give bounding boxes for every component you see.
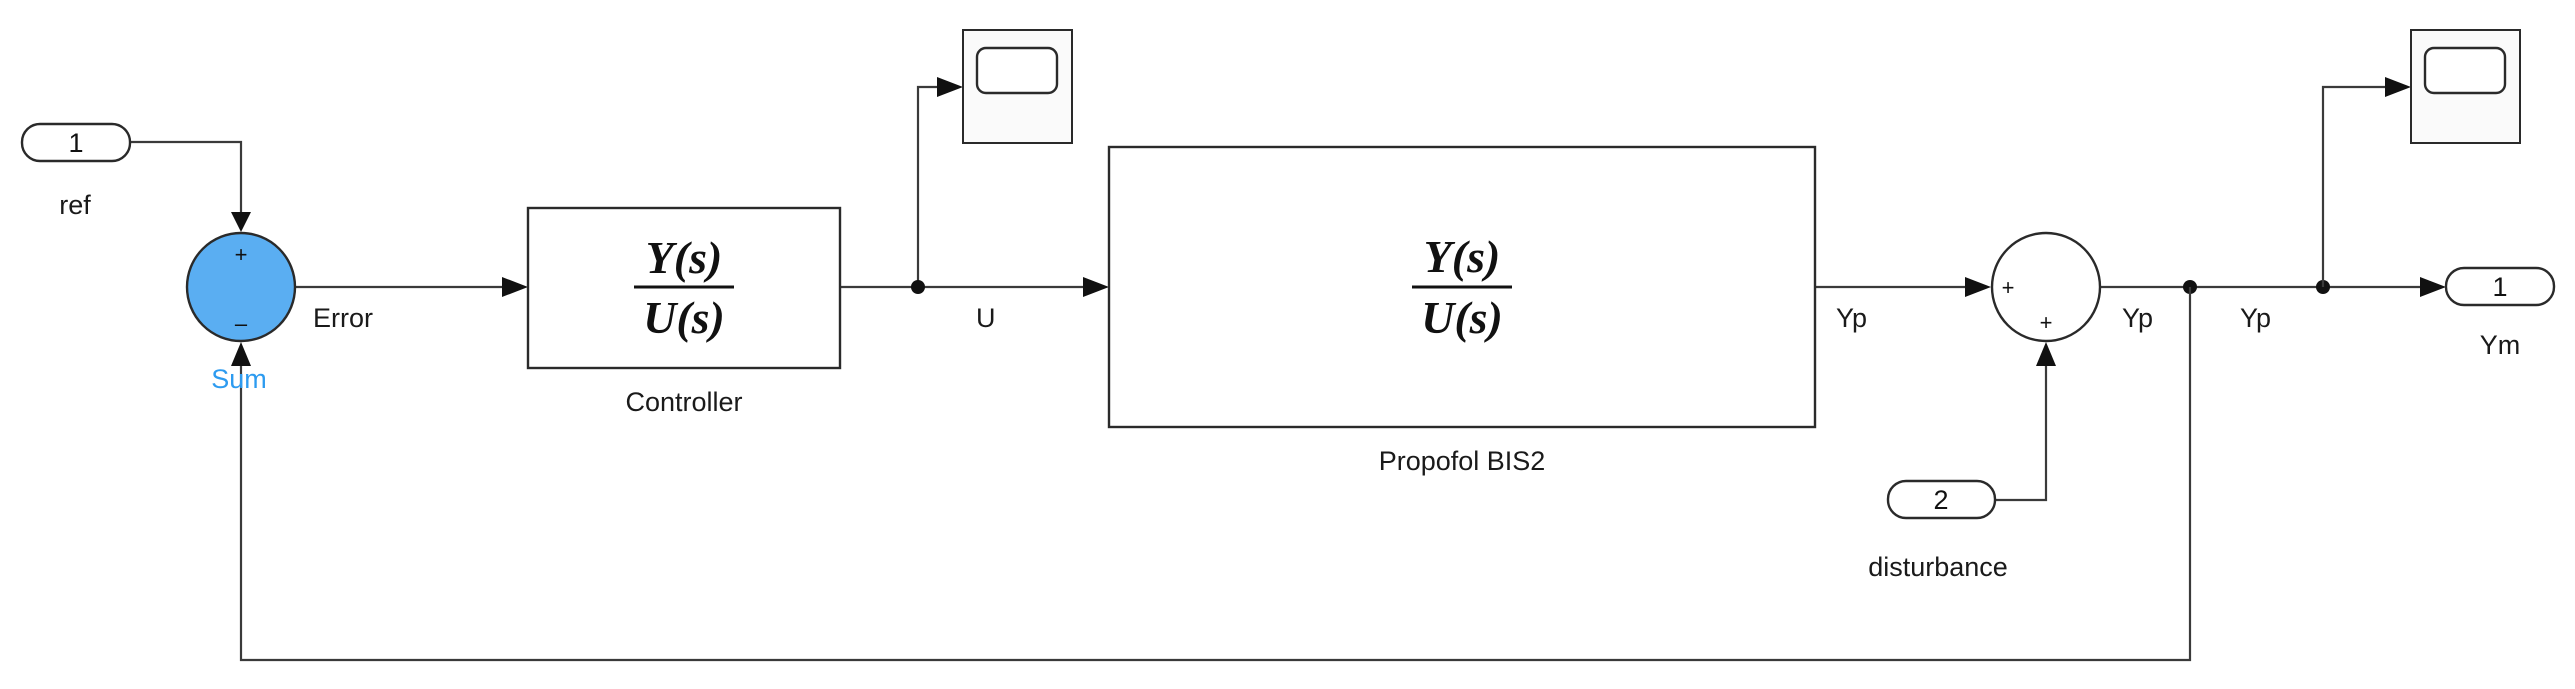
arrow-yp-out bbox=[2420, 277, 2446, 297]
outport-ym-number: 1 bbox=[2492, 272, 2507, 302]
wire-ref[interactable] bbox=[130, 140, 243, 218]
arrow-yp-plant bbox=[1965, 277, 1991, 297]
scope-u[interactable] bbox=[962, 29, 1073, 144]
arrow-feedback bbox=[231, 342, 251, 366]
arrow-u bbox=[1083, 277, 1109, 297]
junction-u bbox=[911, 280, 925, 294]
arrow-error bbox=[502, 277, 528, 297]
sum-error-block[interactable]: + – bbox=[185, 231, 297, 343]
sum-error-label: Sum bbox=[211, 364, 267, 394]
wire-disturbance[interactable] bbox=[1995, 360, 2048, 502]
controller-label: Controller bbox=[625, 387, 742, 417]
sum-disturbance-sign-left: + bbox=[2002, 275, 2015, 300]
plant-block[interactable]: Y(s) U(s) bbox=[1107, 145, 1817, 429]
signal-yp-plant-label: Yp bbox=[1836, 303, 1867, 333]
signal-error-label: Error bbox=[313, 303, 373, 333]
signal-u-label: U bbox=[976, 303, 996, 333]
inport-ref-label: ref bbox=[59, 190, 91, 220]
arrow-ref bbox=[231, 212, 251, 232]
scope-u-screen-icon bbox=[975, 46, 1059, 95]
wire-feedback[interactable] bbox=[239, 287, 2192, 662]
arrow-disturbance bbox=[2036, 342, 2056, 366]
sum-error-circle bbox=[185, 231, 297, 343]
wire-yp-scope[interactable] bbox=[2321, 85, 2392, 287]
plant-label: Propofol BIS2 bbox=[1379, 446, 1546, 476]
scope-yp[interactable] bbox=[2410, 29, 2521, 144]
inport-disturbance-number: 2 bbox=[1933, 485, 1948, 515]
signal-yp-sum-label: Yp bbox=[2122, 303, 2153, 333]
sum-disturbance-block[interactable]: + + bbox=[1990, 231, 2102, 343]
plant-denominator: U(s) bbox=[1421, 292, 1503, 343]
controller-block[interactable]: Y(s) U(s) bbox=[526, 206, 842, 370]
wire-u-branch[interactable] bbox=[916, 85, 945, 287]
plant-numerator: Y(s) bbox=[1424, 231, 1501, 282]
sum-error-sign-bottom: – bbox=[235, 311, 248, 336]
controller-denominator: U(s) bbox=[643, 292, 725, 343]
scope-yp-screen-icon bbox=[2423, 46, 2507, 95]
inport-ref[interactable]: 1 bbox=[20, 122, 132, 163]
outport-ym-label: Ym bbox=[2480, 330, 2521, 360]
arrow-yp-scope bbox=[2385, 77, 2411, 97]
controller-numerator: Y(s) bbox=[646, 232, 723, 283]
inport-disturbance[interactable]: 2 bbox=[1886, 479, 1997, 520]
inport-ref-number: 1 bbox=[68, 128, 83, 158]
arrow-u-scope bbox=[937, 77, 963, 97]
outport-ym[interactable]: 1 bbox=[2444, 266, 2556, 307]
sum-error-sign-top: + bbox=[235, 242, 248, 267]
inport-disturbance-label: disturbance bbox=[1868, 552, 2008, 582]
sum-disturbance-sign-bottom: + bbox=[2040, 310, 2053, 335]
signal-yp-out-label: Yp bbox=[2240, 303, 2271, 333]
